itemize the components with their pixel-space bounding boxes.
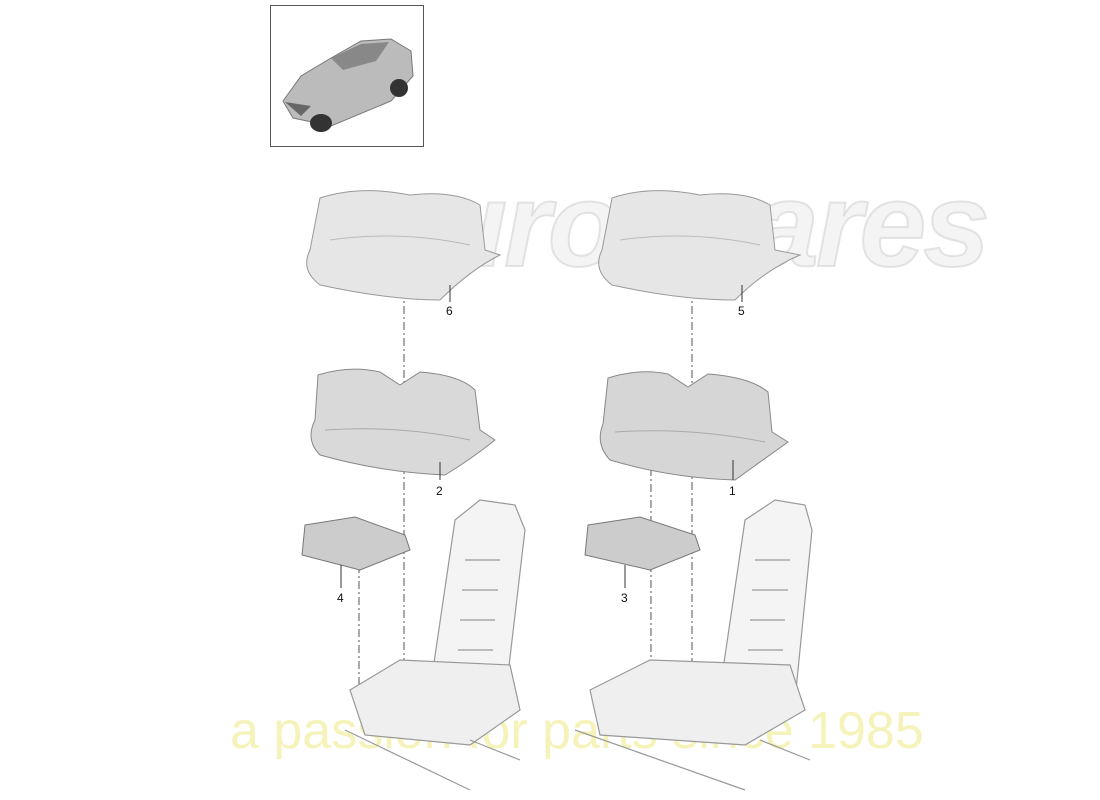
part-label-1: 1 <box>729 484 736 498</box>
part-3-heater-pad[interactable] <box>584 516 701 571</box>
car-suv-icon <box>282 38 414 132</box>
leader-lines <box>340 285 743 588</box>
part-1-seat-cushion[interactable] <box>599 371 789 481</box>
part-4-heater-pad[interactable] <box>301 516 411 571</box>
part-2-seat-cushion[interactable] <box>310 368 496 476</box>
vehicle-thumbnail <box>270 5 424 147</box>
seat-frame-left <box>344 499 526 791</box>
part-label-4: 4 <box>337 591 344 605</box>
part-label-5: 5 <box>738 304 745 318</box>
seat-frame-right <box>574 499 813 791</box>
part-label-3: 3 <box>621 591 628 605</box>
part-6-cushion-cover[interactable] <box>306 190 502 301</box>
assembly-lines <box>358 290 693 715</box>
part-label-2: 2 <box>436 484 443 498</box>
part-5-cushion-cover[interactable] <box>598 190 802 301</box>
part-label-6: 6 <box>446 304 453 318</box>
